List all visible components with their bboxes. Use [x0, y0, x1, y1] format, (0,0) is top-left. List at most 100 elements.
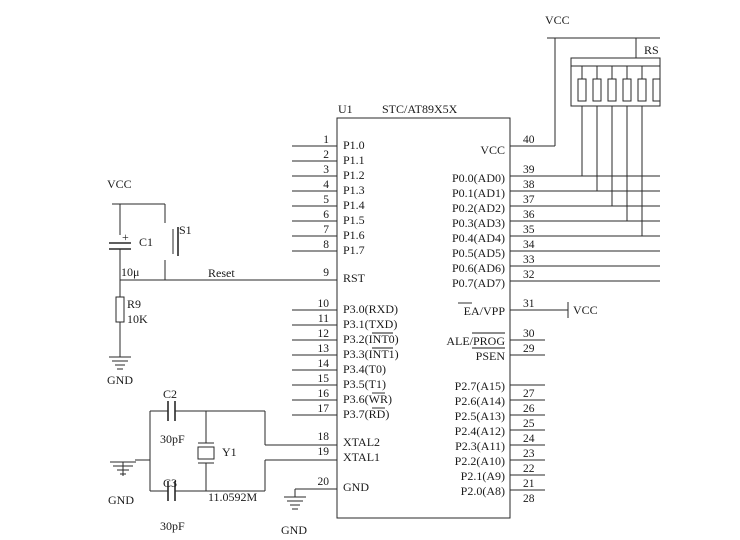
left-pin-numbers: 1 2 3 4 5 6 7 8 9 10 11 12 13 14 15 16 1… — [318, 134, 330, 488]
pin-number: 5 — [323, 194, 329, 206]
pin-label: EA/VPP — [464, 304, 506, 318]
pin-label: P0.0(AD0) — [452, 171, 505, 185]
pin-label: P1.4 — [343, 198, 365, 212]
pin-number: 12 — [318, 328, 330, 340]
pin-number: 27 — [523, 388, 535, 400]
pin-label: XTAL2 — [343, 435, 380, 449]
pin-label: GND — [343, 480, 369, 494]
gnd-ic-label: GND — [281, 523, 307, 537]
pin-number: 23 — [523, 448, 535, 460]
pin-number: 30 — [523, 328, 535, 340]
pin-label: P0.4(AD4) — [452, 231, 505, 245]
active-low-overbars-right — [458, 302, 505, 349]
reset-net-label: Reset — [208, 266, 235, 280]
pin-number: 7 — [323, 224, 329, 236]
pin-label: P1.3 — [343, 183, 365, 197]
cap-value: 10μ — [121, 265, 139, 279]
pin-label: P2.1(A9) — [461, 469, 505, 483]
left-pin-lines — [292, 145, 337, 416]
pin-number: 22 — [523, 463, 535, 475]
pin-label: P3.7(RD) — [343, 407, 389, 421]
pin-number: 36 — [523, 209, 535, 221]
pin-label: VCC — [480, 143, 505, 157]
pin-label: P2.7(A15) — [455, 379, 505, 393]
pin-number: 15 — [318, 373, 330, 385]
rs-resistor-network: RS — [570, 43, 661, 236]
crystal-value: 11.0592M — [208, 490, 258, 504]
pin-number: 17 — [318, 403, 330, 415]
pin-number: 34 — [523, 239, 535, 251]
vcc-supply-top: VCC — [545, 13, 660, 146]
pin-label: P3.6(WR) — [343, 392, 392, 406]
pin-label: P0.1(AD1) — [452, 186, 505, 200]
cap-label: C2 — [163, 387, 177, 401]
mcu-body — [336, 117, 511, 519]
crystal-circuit: C2 30pF C3 30pF Y1 11.0592M GND — [108, 387, 337, 533]
pin-number: 10 — [318, 298, 330, 310]
pin-label: P3.3(INT1) — [343, 347, 399, 361]
pin-label: P1.0 — [343, 138, 365, 152]
resistor-value: 10K — [127, 312, 148, 326]
pin-number: 28 — [523, 493, 535, 505]
pin-number: 32 — [523, 269, 535, 281]
mcu-part-number: STC/AT89X5X — [382, 102, 458, 116]
pin-label: RST — [343, 271, 366, 285]
pin-number: 37 — [523, 194, 535, 206]
cap-label: C1 — [139, 235, 153, 249]
mcu-chip: U1 STC/AT89X5X — [336, 102, 511, 519]
right-pin-numbers: 40 39 38 37 36 35 34 33 32 31 30 29 27 2… — [523, 134, 535, 505]
pin-number: 4 — [323, 179, 329, 191]
pin-number: 33 — [523, 254, 535, 266]
pin-number: 3 — [323, 164, 329, 176]
right-pin-lines — [510, 145, 568, 491]
pin-number: 16 — [318, 388, 330, 400]
gnd-reset-label: GND — [107, 373, 133, 387]
cap-polarity: + — [122, 230, 129, 244]
pin-label: P2.2(A10) — [455, 454, 505, 468]
pin-label: P1.5 — [343, 213, 365, 227]
pin-number: 40 — [523, 134, 535, 146]
pin-label: P2.5(A13) — [455, 409, 505, 423]
pin-number: 35 — [523, 224, 535, 236]
cap-value: 30pF — [160, 432, 185, 446]
gnd-xtal-label: GND — [108, 493, 134, 507]
pin-label: P1.6 — [343, 228, 365, 242]
pin-label: P0.7(AD7) — [452, 276, 505, 290]
pin-label: P1.2 — [343, 168, 365, 182]
pin-number: 14 — [318, 358, 330, 370]
crystal-label: Y1 — [222, 445, 237, 459]
pin-number: 29 — [523, 343, 535, 355]
rs-label: RS — [644, 43, 659, 57]
resistor-body — [115, 296, 125, 323]
pin-label: P1.7 — [343, 243, 365, 257]
pin-number: 38 — [523, 179, 535, 191]
ea-vcc-tie: VCC — [567, 302, 598, 318]
pin-number: 19 — [318, 446, 330, 458]
pin-number: 39 — [523, 164, 535, 176]
pin-number: 9 — [323, 267, 329, 279]
pin-number: 31 — [523, 298, 535, 310]
active-low-overbars-left — [372, 332, 393, 409]
vcc-label: VCC — [545, 13, 570, 27]
reset-circuit: VCC S1 + C1 10μ Reset R9 10K GND — [107, 177, 337, 387]
pin-number: 21 — [523, 478, 535, 490]
pin-number: 26 — [523, 403, 535, 415]
switch-label: S1 — [179, 223, 192, 237]
pin-label: P0.6(AD6) — [452, 261, 505, 275]
pin-label: P2.6(A14) — [455, 394, 505, 408]
pin-number: 25 — [523, 418, 535, 430]
cap-label: C3 — [163, 476, 177, 490]
pin-number: 24 — [523, 433, 535, 445]
pin-label: P3.1(TXD) — [343, 317, 397, 331]
left-pin-names: P1.0 P1.1 P1.2 P1.3 P1.4 P1.5 P1.6 P1.7 … — [343, 138, 399, 494]
mcu-ground: GND — [281, 488, 337, 537]
pin-number: 2 — [323, 149, 329, 161]
pin-number: 13 — [318, 343, 330, 355]
pin-label: PSEN — [476, 349, 506, 363]
pin-label: P0.3(AD3) — [452, 216, 505, 230]
pin-label: P2.0(A8) — [461, 484, 505, 498]
vcc-ea-label: VCC — [573, 303, 598, 317]
pin-number: 11 — [318, 313, 329, 325]
crystal-body — [197, 446, 215, 460]
